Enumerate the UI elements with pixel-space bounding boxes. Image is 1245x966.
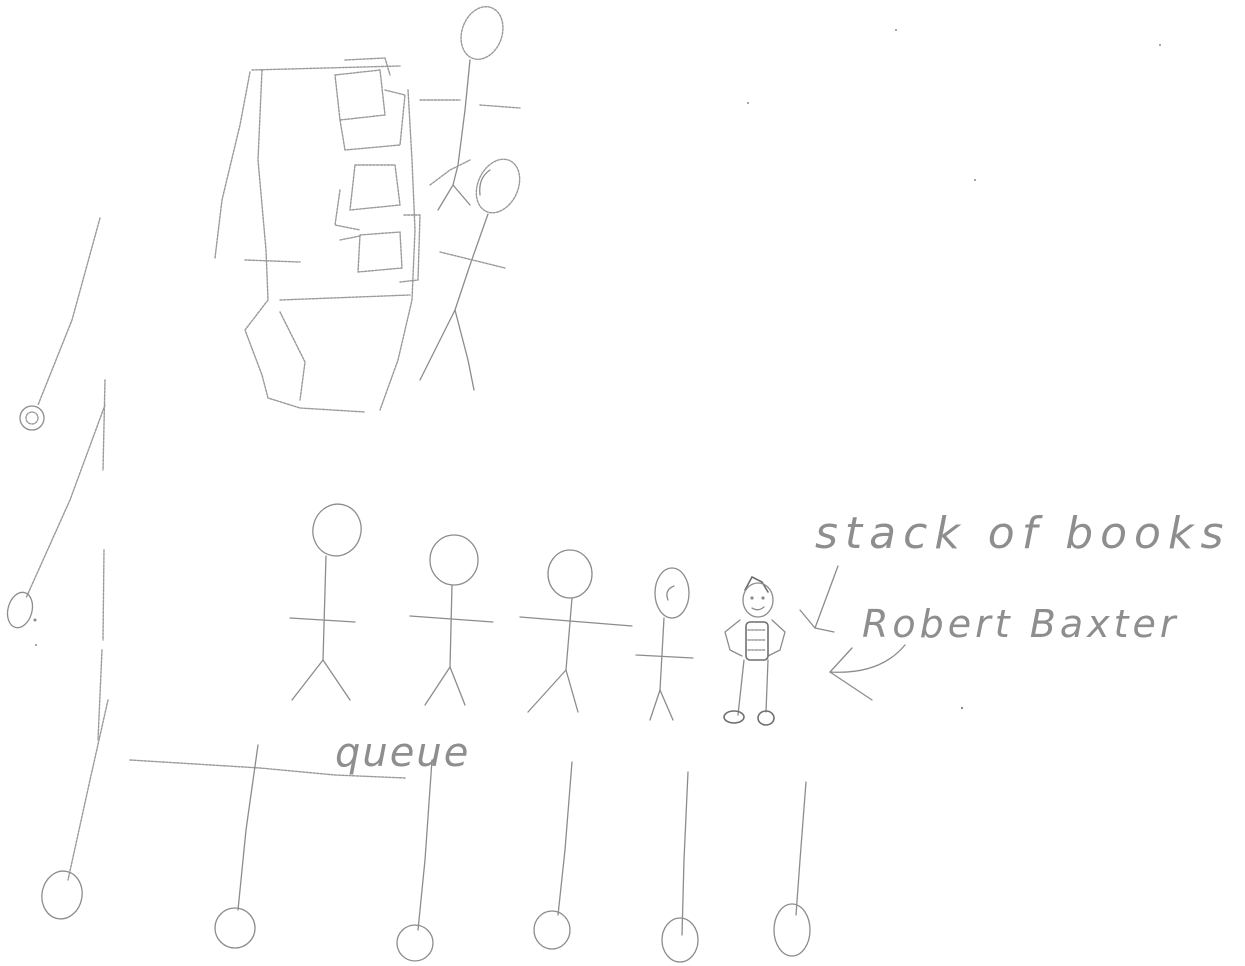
stanchion-post-3: [534, 762, 572, 949]
arrow-to-books: [800, 566, 838, 632]
stanchion-post-1: [215, 745, 258, 948]
stanchion-post-4: [662, 772, 698, 962]
stack-of-books-label: stack of books: [815, 508, 1230, 559]
stack-of-books-drawing: [335, 58, 420, 282]
queue-figure-1: [290, 499, 367, 700]
left-lamp-upper: [20, 218, 100, 430]
queue-figure-4: [636, 568, 693, 720]
queue-label: queue: [335, 730, 470, 776]
queue-figure-2: [410, 535, 493, 705]
stanchion-post-5: [774, 782, 810, 956]
robert-baxter-label: Robert Baxter: [862, 602, 1180, 646]
stanchion-post-2: [397, 760, 433, 961]
left-vertical-line-2: [103, 550, 104, 640]
arrow-to-robert: [830, 645, 905, 700]
figure-tall-behind-stall: [430, 1, 510, 210]
figure-short-behind-stall: [420, 152, 528, 390]
left-lamp-middle: [4, 405, 105, 630]
robert-baxter-figure: [724, 577, 785, 725]
queue-figure-3: [520, 550, 632, 712]
left-lamp-lower: [38, 700, 108, 922]
book-stall-drawing: [215, 66, 520, 412]
left-vertical-line-1: [103, 380, 105, 470]
